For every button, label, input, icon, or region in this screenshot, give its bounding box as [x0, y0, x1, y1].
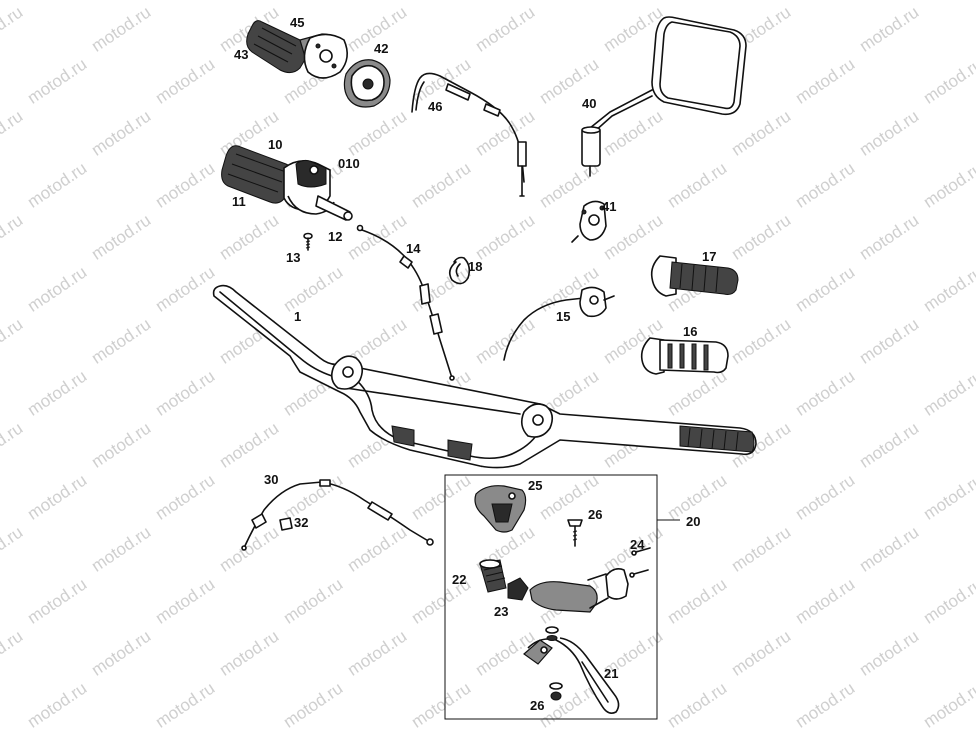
callout-25: 25 — [528, 478, 543, 493]
callout-12: 12 — [328, 229, 343, 244]
callout-45: 45 — [290, 15, 305, 30]
callout-40: 40 — [582, 96, 597, 111]
cable-14 — [356, 224, 455, 381]
grip-16 — [640, 337, 729, 375]
clutch-cable-30 — [241, 479, 434, 551]
lever-cover-25 — [474, 485, 527, 533]
throttle-housing-cover-42 — [343, 59, 391, 108]
screw-13 — [303, 232, 313, 251]
callout-20: 20 — [686, 514, 701, 529]
clutch-lever-group-20 — [444, 474, 680, 720]
screws-24 — [629, 547, 651, 578]
callout-16: 16 — [683, 324, 698, 339]
callout-46: 46 — [428, 99, 443, 114]
callout-23: 23 — [494, 604, 509, 619]
kill-switch-15 — [503, 286, 615, 361]
cable-tie-18 — [448, 256, 471, 285]
throttle-grip-43-45 — [246, 20, 348, 79]
callout-17: 17 — [702, 249, 717, 264]
callout-13: 13 — [286, 250, 301, 265]
mirror-clamp-41 — [571, 200, 607, 243]
handlebar-1 — [212, 284, 757, 469]
callout-10: 10 — [268, 137, 283, 152]
callout-24: 24 — [630, 537, 645, 552]
callout-26-top: 26 — [588, 507, 603, 522]
lever-perch — [529, 568, 629, 613]
callout-11: 11 — [232, 194, 246, 209]
lever-pivot-washers — [545, 626, 563, 701]
callout-18: 18 — [468, 259, 483, 274]
grip-17 — [650, 255, 739, 297]
callout-14: 14 — [406, 241, 421, 256]
locknut-23 — [507, 577, 529, 601]
callout-21: 21 — [604, 666, 619, 681]
callout-42: 42 — [374, 41, 389, 56]
callout-30: 30 — [264, 472, 279, 487]
callout-010: 010 — [338, 156, 360, 171]
cable-end-32 — [279, 517, 293, 531]
callout-26-bottom: 26 — [530, 698, 545, 713]
callout-41: 41 — [602, 199, 617, 214]
callout-15: 15 — [556, 309, 571, 324]
callout-43: 43 — [234, 47, 249, 62]
callout-32: 32 — [294, 515, 309, 530]
mirror-40 — [581, 16, 747, 177]
callout-1: 1 — [294, 309, 302, 324]
cable-adjuster-22 — [479, 559, 507, 593]
throttle-assembly-10-11-12 — [221, 145, 353, 221]
callout-22: 22 — [452, 572, 467, 587]
throttle-cable-46 — [411, 72, 527, 197]
bolt-26-top — [567, 519, 583, 547]
